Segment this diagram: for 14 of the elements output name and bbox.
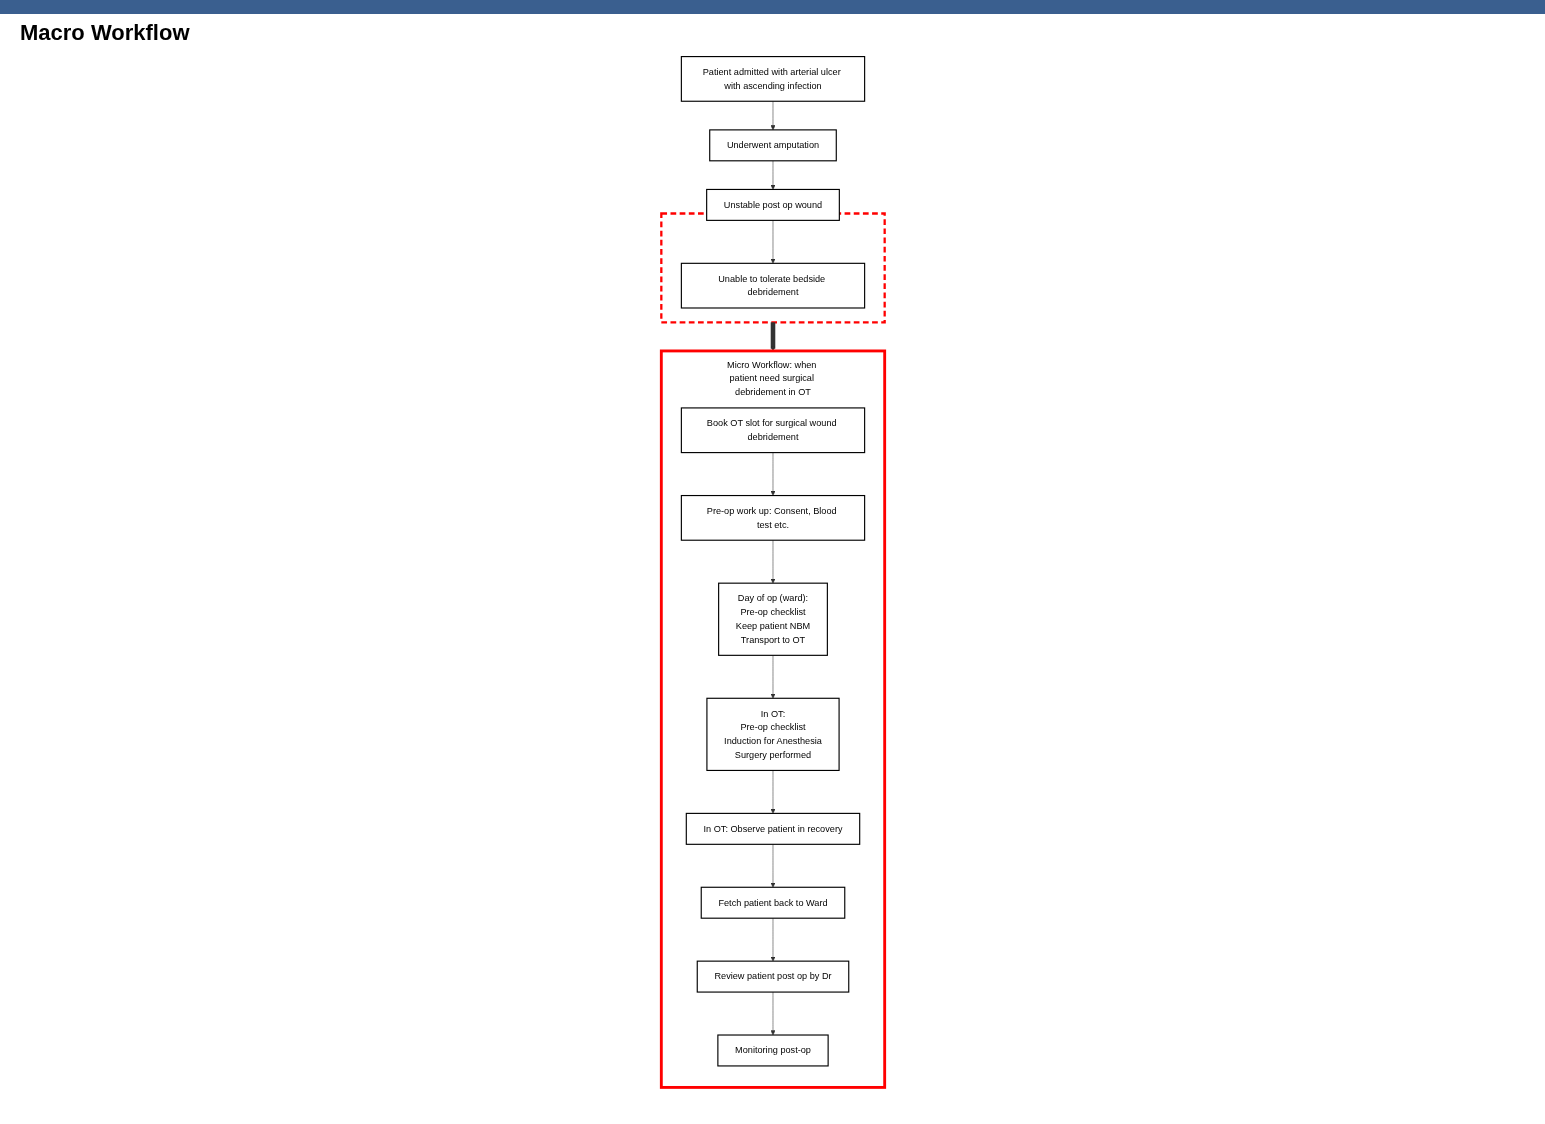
node-box: Fetch patient back to Ward — [700, 886, 845, 919]
node-box: Unstable post op wound — [705, 188, 840, 221]
node-box: In OT: Observe patient in recovery — [685, 812, 860, 845]
node-box: Day of op (ward): Pre-op checklist Keep patient NBM Transport to OT — [717, 582, 828, 656]
node-box: Monitoring post-op — [716, 1034, 829, 1067]
node-box: Patient admitted with arterial ulcer with ascending infection — [680, 56, 865, 102]
node-box: Pre-op work up: Consent, Blood test etc. — [680, 494, 865, 541]
heading-label: Macro Workflow — [20, 20, 190, 46]
node-box: Underwent amputation — [708, 129, 837, 162]
node-box: In OT: Pre-op checklist Induction for Anesthesia Surgery performed — [705, 697, 840, 771]
cluster — [659, 212, 886, 324]
node-box: Review patient post op by Dr — [696, 960, 849, 993]
node-box: Book OT slot for surgical wound debridement — [680, 407, 865, 454]
node-box: Unable to tolerate bedside debridement — [680, 262, 865, 309]
